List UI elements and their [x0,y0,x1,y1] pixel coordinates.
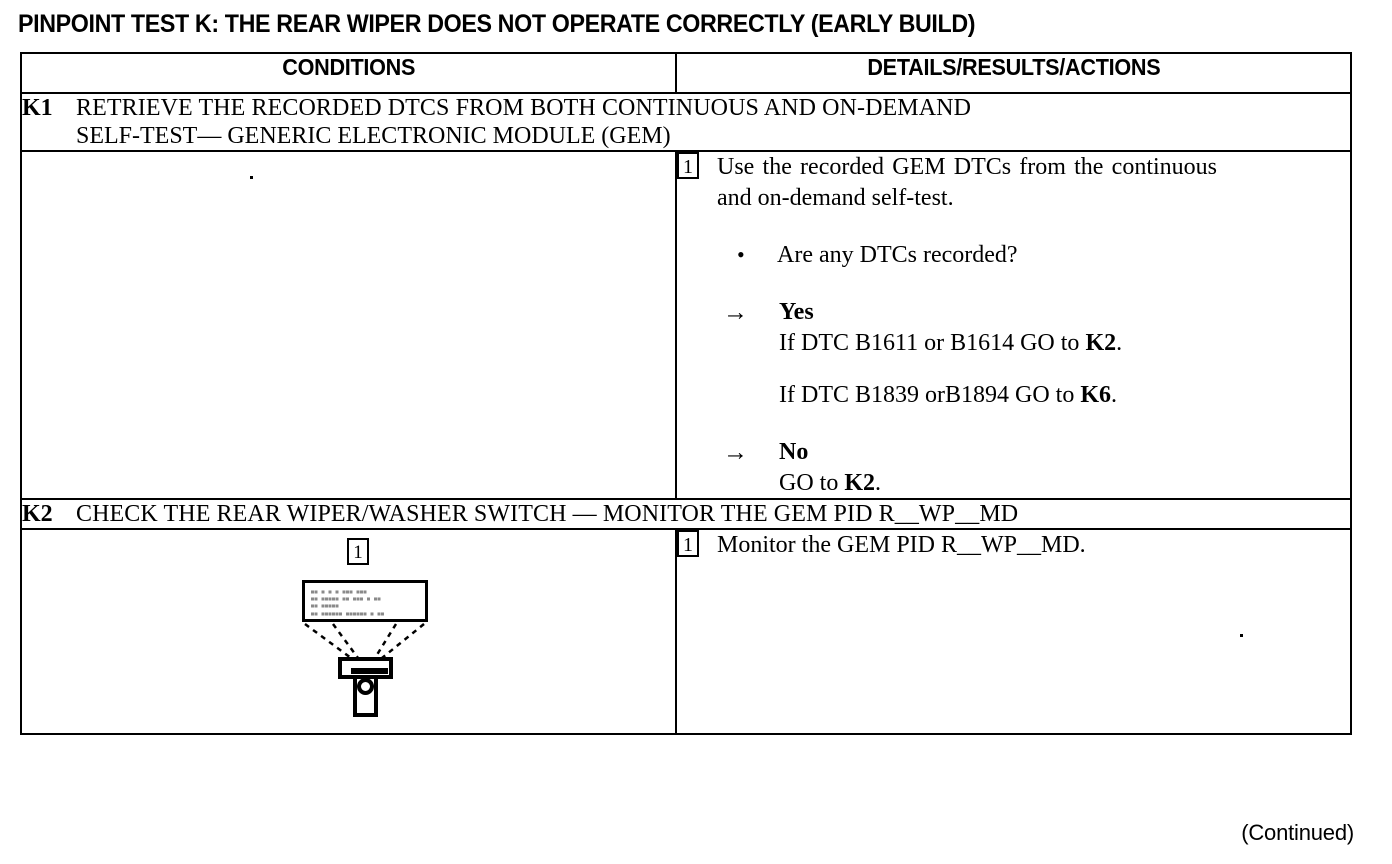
continued-note: (Continued) [1241,820,1354,845]
question-bullet-row: • Are any DTCs recorded? [737,240,1350,270]
diagram-marker-box: 1 [347,538,369,565]
step-title-k2-line1: CHECK THE REAR WIPER/WASHER SWITCH — MON… [76,501,1019,527]
arrow-right-icon: → [723,439,748,466]
branch-line-text-after: . [1116,330,1123,356]
branch-no: → No GO to K2. [723,438,1350,498]
conditions-cell-k2: 1 ▄▄ ▄ ▄ ▄ ▄▄▄ ▄▄▄ ▄▄ ▄▄▄▄▄ ▄▄ ▄▄▄ ▄ ▄▄ … [20,528,677,735]
question-text: Are any DTCs recorded? [777,242,1018,268]
display-text-line-2: ▄▄ ▄▄▄▄▄ ▄▄ ▄▄▄ ▄ ▄▄ [311,595,382,601]
instruction-block-k1: 1 Use the recorded GEM DTCs from the con… [677,152,1350,214]
step-reference[interactable]: K6 [1080,382,1111,408]
step-marker-box: 1 [677,152,699,179]
step-banner-k1: K1 RETRIEVE THE RECORDED DTCS FROM BOTH … [20,92,1352,152]
column-header-conditions-label: CONDITIONS [282,54,415,80]
branch-line-text-after: . [875,470,882,496]
column-header-details-label: DETAILS/RESULTS/ACTIONS [866,54,1160,80]
bullet-icon: • [737,242,745,267]
details-cell-k2: 1 Monitor the GEM PID R__WP__MD. [675,528,1352,735]
step-reference[interactable]: K2 [1085,330,1117,356]
step-marker-box: 1 [677,530,699,557]
step-banner-k2: K2 CHECK THE REAR WIPER/WASHER SWITCH — … [20,498,1352,530]
branch-label-yes: Yes [779,299,814,325]
scan-tool-display: ▄▄ ▄ ▄ ▄ ▄▄▄ ▄▄▄ ▄▄ ▄▄▄▄▄ ▄▄ ▄▄▄ ▄ ▄▄ ▄▄… [302,580,428,622]
pinpoint-test-table: CONDITIONS DETAILS/RESULTS/ACTIONS K1 RE… [20,52,1352,735]
branch-line: GO to K2. [779,468,1350,498]
column-header-details: DETAILS/RESULTS/ACTIONS [675,52,1352,94]
wiper-switch-diagram: 1 ▄▄ ▄ ▄ ▄ ▄▄▄ ▄▄▄ ▄▄ ▄▄▄▄▄ ▄▄ ▄▄▄ ▄ ▄▄ … [278,538,468,723]
step-banner-row-k1: K1 RETRIEVE THE RECORDED DTCS FROM BOTH … [20,92,1352,152]
step-body-row-k2: 1 ▄▄ ▄ ▄ ▄ ▄▄▄ ▄▄▄ ▄▄ ▄▄▄▄▄ ▄▄ ▄▄▄ ▄ ▄▄ … [20,528,1352,735]
instruction-block-k2: 1 Monitor the GEM PID R__WP__MD. [677,530,1350,561]
step-id-k2: K2 [22,501,53,527]
step-banner-row-k2: K2 CHECK THE REAR WIPER/WASHER SWITCH — … [20,498,1352,530]
instruction-text: Use the recorded GEM DTCs from the conti… [717,154,1217,211]
display-text-line-1: ▄▄ ▄ ▄ ▄ ▄▄▄ ▄▄▄ [311,588,368,594]
display-text-line-4: ▄▄ ▄▄▄▄▄▄ ▄▄▄▄▄▄ ▄ ▄▄ [311,610,385,616]
step-reference[interactable]: K2 [844,470,876,496]
column-header-conditions: CONDITIONS [20,52,677,94]
branch-line-text-before: If DTC B1611 or B1614 GO to [779,330,1086,356]
branch-line-text-before: GO to [779,470,845,496]
branch-line-text-before: If DTC B1839 orB1894 GO to [779,382,1081,408]
details-cell-k1: 1 Use the recorded GEM DTCs from the con… [675,150,1352,500]
branch-line-text-after: . [1111,382,1117,408]
switch-knob-icon [357,678,374,695]
switch-lever [351,668,388,674]
step-title-k1-line1: RETRIEVE THE RECORDED DTCS FROM BOTH CON… [76,95,972,121]
branch-label-no: No [779,439,809,465]
step-body-row-k1: 1 Use the recorded GEM DTCs from the con… [20,150,1352,500]
conditions-cell-k1 [20,150,677,500]
switch-top-bar [338,657,393,679]
display-text-line-3: ▄▄ ▄▄▄▄▄ [311,602,340,608]
rear-wiper-washer-switch [338,657,393,717]
instruction-text: Monitor the GEM PID R__WP__MD. [717,532,1086,558]
branch-yes: → Yes If DTC B1611 or B1614 GO to K2. If… [723,298,1350,410]
branch-line: If DTC B1839 orB1894 GO to K6. [779,380,1350,410]
step-title-k1-line2: SELF-TEST— GENERIC ELECTRONIC MODULE (GE… [76,123,671,149]
table-header-row: CONDITIONS DETAILS/RESULTS/ACTIONS [20,52,1352,94]
page-title: PINPOINT TEST K: THE REAR WIPER DOES NOT… [18,10,976,38]
branch-line: If DTC B1611 or B1614 GO to K2. [779,328,1350,358]
arrow-right-icon: → [723,299,748,326]
step-id-k1: K1 [22,95,53,121]
